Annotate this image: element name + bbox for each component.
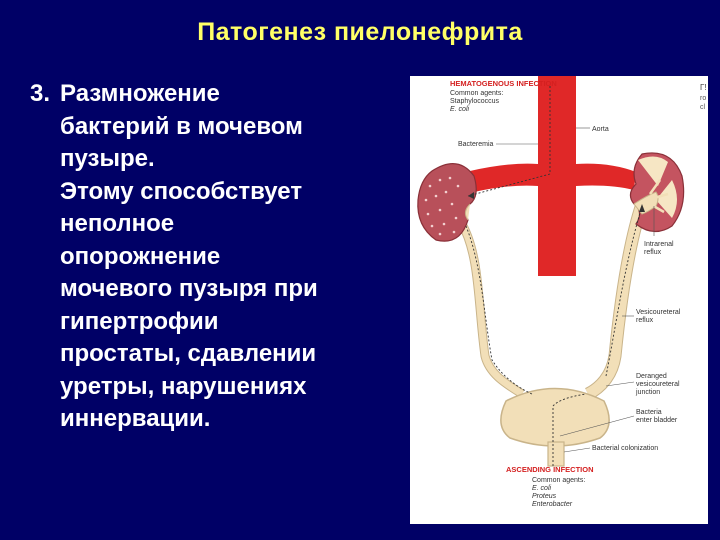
vesicoureteral-reflux-label-2: reflux — [636, 317, 654, 324]
item-number: 3. — [30, 80, 51, 107]
text-line-8: гипертрофии — [60, 307, 219, 335]
text-line-9: простаты, сдавлении — [60, 340, 317, 367]
cropped-mark-1: Г! — [700, 83, 707, 92]
urethra — [547, 441, 565, 467]
deranged-junction-label-3: junction — [635, 389, 660, 396]
ascending-title: ASCENDING INFECTION — [506, 465, 594, 474]
right-renal-artery — [576, 163, 636, 190]
bladder — [500, 387, 610, 447]
text-line-4: Этому способствует — [60, 177, 303, 205]
text-line-2: бактерий в мочевом — [60, 112, 303, 140]
text-line-3: пузыре. — [60, 145, 155, 172]
bacteria-enter-label-1: Bacteria — [636, 409, 662, 416]
pyelonephritis-diagram: Г! ro cl — [410, 76, 708, 524]
deranged-junction-label-1: Deranged — [636, 373, 667, 380]
aorta — [538, 76, 576, 276]
vesicoureteral-reflux-label-1: Vesicoureteral — [636, 309, 681, 316]
text-line-5: неполное — [60, 210, 175, 237]
text-line-11: иннервации. — [60, 405, 211, 432]
text-line-6: опорожнение — [60, 242, 221, 270]
text-line-10: уретры, нарушениях — [60, 372, 307, 400]
page-title: Патогенез пиелонефрита — [197, 18, 523, 46]
aorta-label: Aorta — [592, 126, 609, 133]
left-renal-artery — [470, 163, 538, 192]
body-text: 3.Размножение бактерий в мочевом пузыре.… — [30, 78, 390, 436]
hematogenous-title: HEMATOGENOUS INFECTION — [450, 79, 557, 88]
ascending-agent-2: Proteus — [532, 493, 557, 500]
hematogenous-agents-label: Common agents: — [450, 90, 503, 97]
cropped-mark-2: ro — [700, 95, 706, 102]
text-line-7: мочевого пузыря при — [60, 275, 318, 302]
bacteria-enter-label-2: enter bladder — [636, 417, 678, 424]
colonization-label: Bacterial colonization — [592, 445, 658, 452]
ascending-agent-1: E. coli — [532, 485, 552, 492]
bacteremia-label: Bacteremia — [458, 141, 494, 148]
abscess-dots — [424, 176, 460, 236]
ascending-agent-3: Enterobacter — [532, 501, 573, 508]
ascending-agents-label: Common agents: — [532, 477, 585, 484]
intrarenal-reflux-label-2: reflux — [644, 249, 662, 256]
renal-pelvis — [633, 191, 659, 215]
deranged-junction-label-2: vesicoureteral — [636, 381, 680, 388]
text-line-1: 3.Размножение — [30, 78, 390, 111]
hematogenous-agent-2: E. coli — [450, 106, 470, 113]
hematogenous-agent-1: Staphylococcus — [450, 98, 500, 105]
cropped-mark-3: cl — [700, 104, 706, 111]
flow-arrows — [465, 86, 643, 466]
intrarenal-reflux-label-1: Intrarenal — [644, 241, 674, 248]
